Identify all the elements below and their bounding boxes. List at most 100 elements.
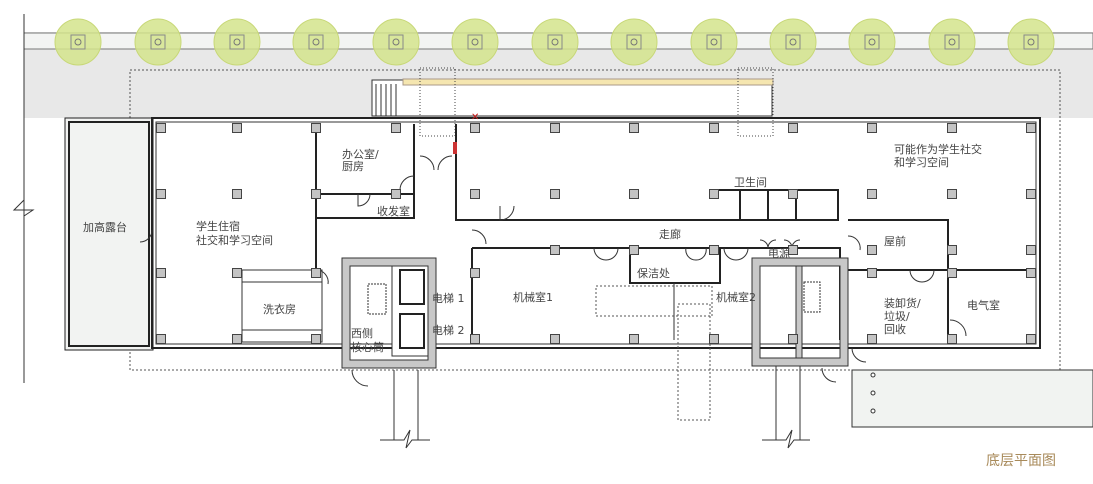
label-dorm-1: 学生住宿 — [196, 219, 240, 233]
column — [709, 245, 719, 255]
tree-trunk — [233, 38, 241, 46]
tree-icon — [292, 18, 340, 66]
tree-trunk — [948, 38, 956, 46]
column — [1026, 334, 1036, 344]
column — [788, 123, 798, 133]
canopy-beam — [402, 78, 774, 86]
label-corridor: 走廊 — [659, 227, 681, 241]
tree-pit — [388, 34, 404, 50]
east-stair — [803, 281, 821, 313]
column — [629, 334, 639, 344]
label-electrical: 电气室 — [967, 298, 1000, 312]
equipment-outline — [595, 285, 713, 317]
elevator-1-car[interactable] — [399, 269, 425, 305]
tree-icon — [1007, 18, 1055, 66]
tree-icon — [610, 18, 658, 66]
doors — [139, 155, 967, 387]
column — [867, 268, 877, 278]
cleaning-room-walls — [629, 248, 721, 284]
column — [470, 268, 480, 278]
label-office-2: 厨房 — [342, 160, 364, 173]
label-loading-1: 装卸货/ — [884, 296, 921, 310]
label-loading-2: 垃圾/ — [884, 309, 910, 323]
tree-pit — [70, 34, 86, 50]
plan-title: 底层平面图 — [986, 453, 1056, 469]
column — [947, 245, 957, 255]
column — [550, 123, 560, 133]
column — [788, 245, 798, 255]
tree-trunk — [868, 38, 876, 46]
column — [867, 334, 877, 344]
column — [629, 123, 639, 133]
column — [1026, 268, 1036, 278]
column — [470, 334, 480, 344]
tree-icon — [54, 18, 102, 66]
office-walls — [315, 124, 415, 219]
tree-icon — [372, 18, 420, 66]
label-social-1: 可能作为学生社交 — [894, 142, 982, 156]
column — [867, 189, 877, 199]
tree-pit — [150, 34, 166, 50]
tree-trunk — [154, 38, 162, 46]
tree-pit — [308, 34, 324, 50]
tree-trunk — [392, 38, 400, 46]
column — [550, 189, 560, 199]
tree-icon — [213, 18, 261, 66]
label-front: 屋前 — [884, 234, 906, 248]
label-toilet: 卫生间 — [734, 175, 767, 189]
column — [156, 189, 166, 199]
east-core — [751, 257, 849, 367]
column — [550, 334, 560, 344]
label-power: 电源 — [768, 246, 790, 260]
tree-icon — [928, 18, 976, 66]
tree-pit — [547, 34, 563, 50]
east-rooms-walls — [848, 219, 1036, 340]
label-terrace: 加高露台 — [83, 220, 127, 234]
label-elevator-2: 电梯 2 — [432, 324, 465, 337]
label-mech-1: 机械室1 — [513, 290, 553, 304]
drive-lines — [393, 366, 801, 440]
tree-icon — [134, 18, 182, 66]
column — [156, 268, 166, 278]
column — [311, 268, 321, 278]
terrace-area — [64, 117, 154, 351]
duct-outline — [677, 303, 711, 421]
toilet-walls — [710, 189, 839, 220]
column — [947, 123, 957, 133]
column — [311, 334, 321, 344]
tree-icon — [769, 18, 817, 66]
break-mark — [12, 199, 35, 217]
column — [1026, 189, 1036, 199]
tree-pit — [706, 34, 722, 50]
label-office-1: 办公室/ — [342, 147, 379, 161]
tree-trunk — [789, 38, 797, 46]
label-elevator-1: 电梯 1 — [432, 292, 465, 305]
column — [1026, 245, 1036, 255]
tree-icon — [848, 18, 896, 66]
column — [232, 123, 242, 133]
label-loading-3: 回收 — [884, 322, 906, 336]
label-cleaning: 保洁处 — [637, 266, 670, 280]
entrance-canopy — [371, 79, 773, 117]
label-core-1: 西侧 — [351, 327, 373, 340]
west-stair — [367, 283, 387, 315]
tree-icon — [531, 18, 579, 66]
label-laundry: 洗衣房 — [263, 302, 296, 316]
tree-row — [54, 18, 1055, 66]
column — [232, 334, 242, 344]
structural-columns — [156, 123, 1036, 344]
label-core-2: 核心筒 — [351, 340, 384, 354]
tree-trunk — [630, 38, 638, 46]
column — [629, 189, 639, 199]
tree-pit — [467, 34, 483, 50]
elevator-2-car[interactable] — [399, 313, 425, 349]
tree-pit — [864, 34, 880, 50]
tree-trunk — [551, 38, 559, 46]
column — [947, 334, 957, 344]
column — [232, 268, 242, 278]
column — [156, 123, 166, 133]
fire-point-icon: ✕ — [471, 112, 479, 123]
loading-yard — [851, 369, 1093, 428]
entrance-steps — [375, 84, 397, 116]
